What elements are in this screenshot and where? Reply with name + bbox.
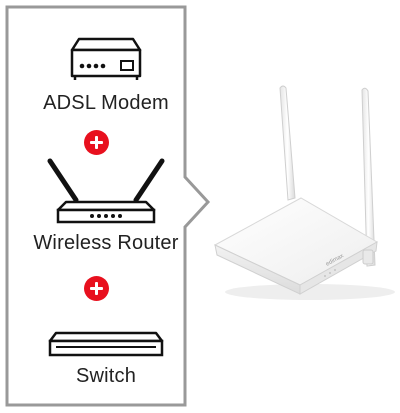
- left-antenna: [279, 85, 296, 201]
- plus-icon: [84, 276, 109, 301]
- adsl-modem-label: ADSL Modem: [43, 92, 169, 114]
- plus-icon: [84, 130, 109, 155]
- switch-icon: [48, 331, 164, 357]
- wireless-router-item: Wireless Router: [20, 158, 192, 255]
- wireless-router-label: Wireless Router: [33, 232, 179, 254]
- router-icon: [47, 158, 165, 224]
- modem-icon: [70, 37, 142, 80]
- adsl-modem-item: ADSL Modem: [20, 36, 192, 115]
- right-antenna: [361, 87, 376, 267]
- switch-item: Switch: [20, 330, 192, 388]
- switch-label: Switch: [75, 365, 137, 387]
- router-photo: edimax: [213, 85, 395, 300]
